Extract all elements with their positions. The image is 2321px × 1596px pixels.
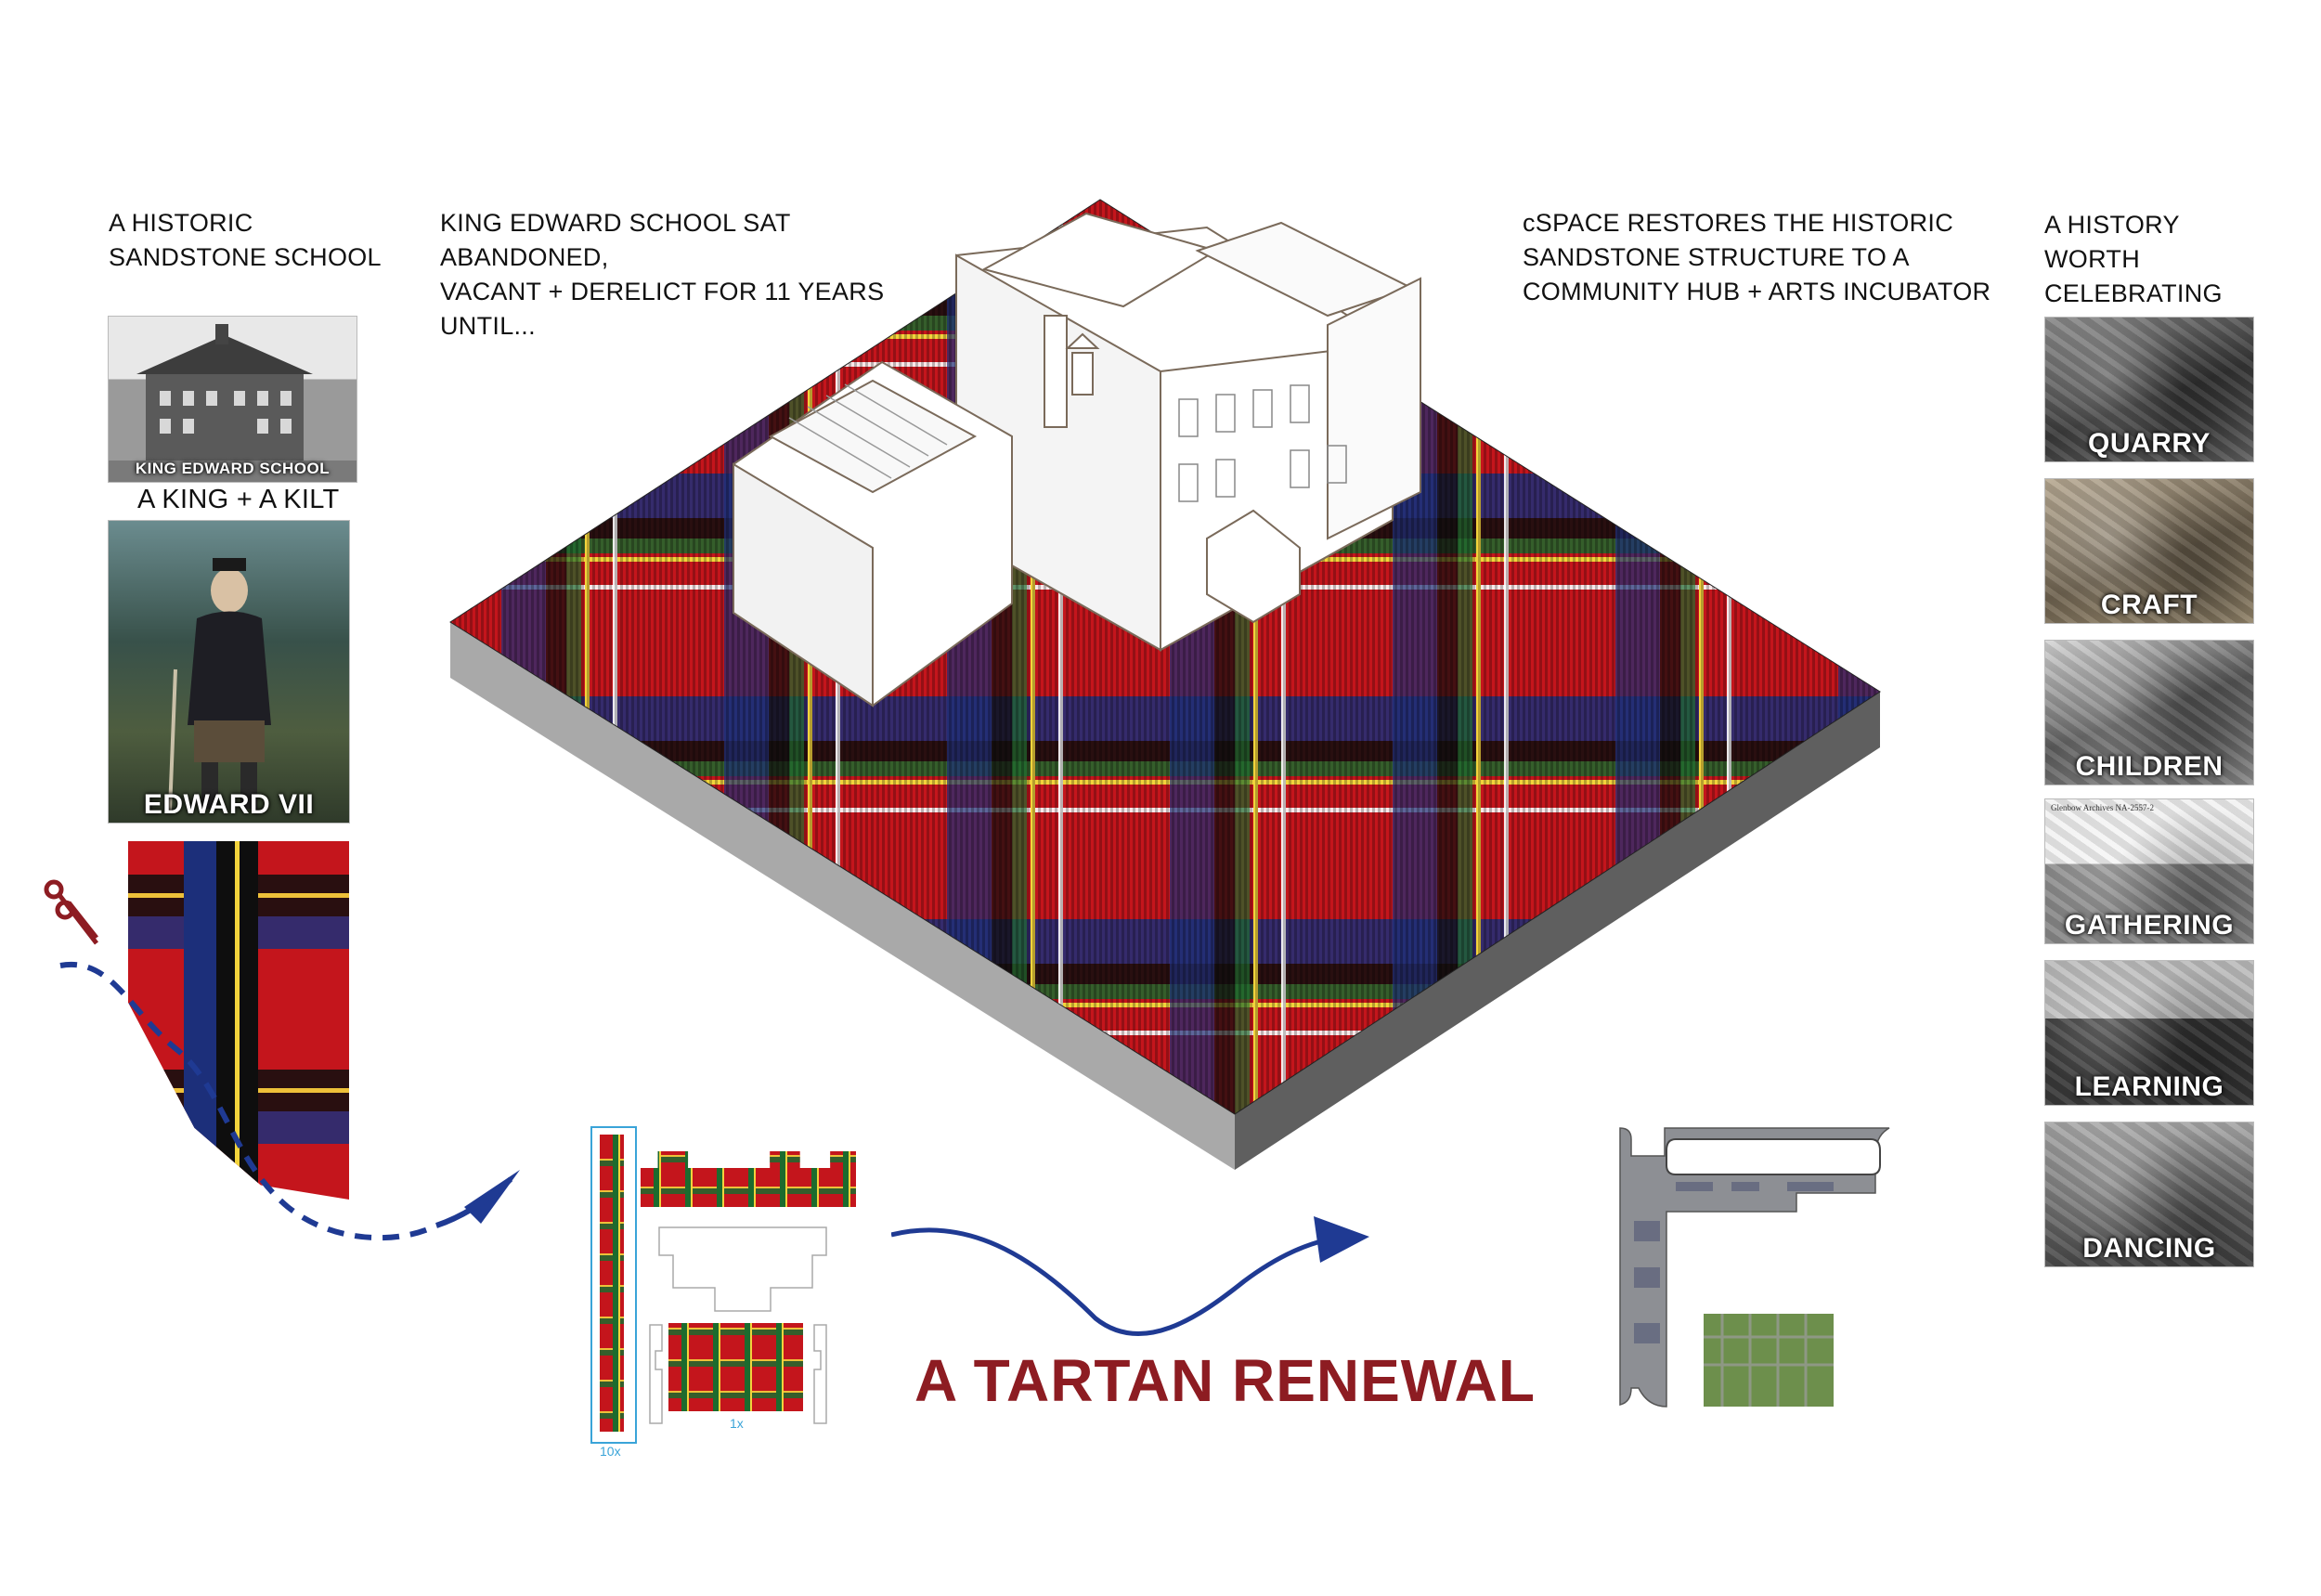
green-court-plan xyxy=(1704,1314,1834,1407)
gallery-label-children: CHILDREN xyxy=(2075,751,2224,782)
gallery-label-gathering: GATHERING xyxy=(2064,910,2235,941)
strip-multiplier-label: 10x xyxy=(600,1444,621,1459)
king-figure xyxy=(168,558,271,811)
scissors-icon xyxy=(44,879,98,945)
gallery-photo-children: CHILDREN xyxy=(2044,640,2254,785)
arrow-head-2-icon xyxy=(1314,1216,1369,1263)
gallery-label-learning: LEARNING xyxy=(2074,1071,2224,1102)
site-plan-result xyxy=(1619,1127,1890,1408)
tartan-strip xyxy=(600,1135,624,1432)
slab-right-side xyxy=(1235,692,1880,1170)
caption-history-worth: A HISTORY WORTH CELEBRATING xyxy=(2044,211,2223,307)
panel-multiplier-label: 1x xyxy=(730,1416,744,1431)
gallery-photo-quarry: QUARRY xyxy=(2044,317,2254,462)
edward-vii-photo: EDWARD VII xyxy=(108,520,350,824)
caption-restores: cSPACE RESTORES THE HISTORIC SANDSTONE S… xyxy=(1523,209,1991,305)
school-building-model xyxy=(733,212,1421,707)
gallery-label-dancing: DANCING xyxy=(2082,1233,2216,1264)
caption-king-kilt: A KING + A KILT xyxy=(137,485,340,514)
king-edward-school-photo: KING EDWARD SCHOOL xyxy=(108,316,357,483)
dashed-cut-line xyxy=(59,961,438,1241)
gallery-photo-gathering: Glenbow Archives NA-2557-2 GATHERING xyxy=(2044,798,2254,944)
slab-left-side xyxy=(450,622,1235,1170)
building-footprint-outline xyxy=(658,1226,827,1312)
page-title: A TARTAN RENEWAL xyxy=(914,1347,1536,1414)
school-photo-label: KING EDWARD SCHOOL xyxy=(135,460,331,477)
strip-outline xyxy=(590,1126,637,1444)
panel-outline-right xyxy=(813,1324,827,1424)
isometric-site-diagram xyxy=(449,199,1881,1170)
caption-abandoned: KING EDWARD SCHOOL SAT ABANDONED, VACANT… xyxy=(440,209,885,340)
cut-path-diagram xyxy=(44,879,520,1241)
tartan-panel xyxy=(668,1323,803,1411)
gallery-label-quarry: QUARRY xyxy=(2088,428,2211,459)
gallery-photo-dancing: DANCING xyxy=(2044,1122,2254,1267)
gallery-label-craft: CRAFT xyxy=(2100,590,2198,620)
school-building-sketch xyxy=(109,324,357,482)
renewal-arrow xyxy=(891,1216,1369,1336)
edward-vii-label: EDWARD VII xyxy=(143,789,315,820)
panel-outline-left xyxy=(649,1324,663,1424)
gallery-archive-note: Glenbow Archives NA-2557-2 xyxy=(2051,803,2154,812)
gallery-photo-craft: CRAFT xyxy=(2044,478,2254,624)
gallery-photo-learning: LEARNING xyxy=(2044,960,2254,1106)
caption-historic-school: A HISTORIC SANDSTONE SCHOOL xyxy=(109,209,382,271)
